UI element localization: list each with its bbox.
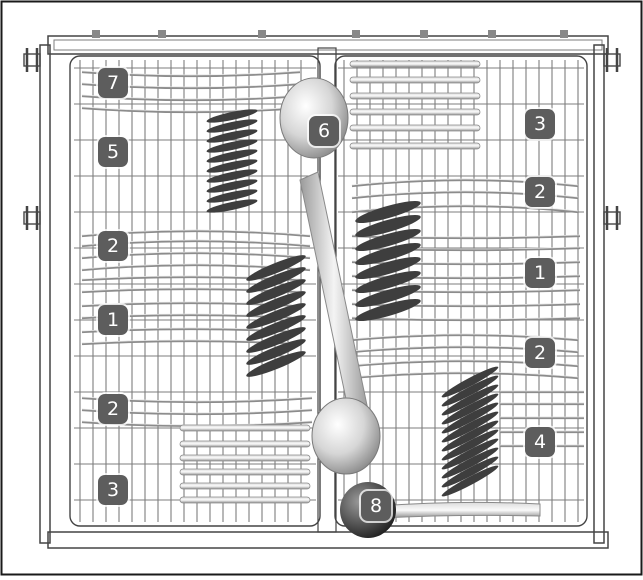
roller-body <box>603 53 621 67</box>
spoon-icon <box>246 351 306 377</box>
knife-icon <box>349 76 481 84</box>
spoon-icon <box>206 179 258 193</box>
roller-body <box>603 211 621 225</box>
knife-icon <box>349 60 481 68</box>
knife-icon <box>349 92 481 100</box>
spoon-icon <box>355 256 421 280</box>
cutlery-items <box>81 60 584 538</box>
badge-right-1: 1 <box>525 258 555 288</box>
knife-icon <box>179 468 311 476</box>
spoon-icon <box>246 327 306 353</box>
spoon-icon <box>355 214 421 238</box>
knife-icon <box>179 440 311 448</box>
rail-clip <box>488 30 496 38</box>
spoon-icon <box>441 456 499 488</box>
left-compartment <box>69 55 321 527</box>
spoon-icon <box>441 375 499 407</box>
fork-icon <box>351 371 579 380</box>
knife-icon <box>349 124 481 132</box>
spoon-icon <box>355 228 421 252</box>
badge-left-7: 7 <box>98 68 128 98</box>
badge-left-3: 3 <box>98 475 128 505</box>
spoon-icon <box>246 303 306 329</box>
spoon-icon <box>246 291 306 317</box>
spoon-icon <box>441 384 499 416</box>
fork-icon-highlight <box>81 106 301 112</box>
knife-icon <box>179 496 311 504</box>
fork-icon <box>351 302 581 308</box>
spoon-icon <box>441 465 499 497</box>
side-roller <box>603 206 621 230</box>
spoon-icon <box>246 339 306 365</box>
spoon-icon <box>246 315 306 341</box>
spoon-icon <box>246 279 306 305</box>
spoon-icon <box>441 402 499 434</box>
knife-icon <box>349 142 481 150</box>
spoon-icon <box>246 255 306 281</box>
side-roller <box>23 48 41 72</box>
rail-clip <box>420 30 428 38</box>
rail-clip <box>352 30 360 38</box>
badge-left-1: 1 <box>98 305 128 335</box>
left-rail <box>39 44 51 544</box>
fork-icon-highlight <box>351 333 579 340</box>
roller-body <box>23 211 41 225</box>
badge-left-2b: 2 <box>98 394 128 424</box>
roller-body <box>23 53 41 67</box>
badge-center-6: 6 <box>309 116 339 146</box>
spoon-icon <box>206 159 258 173</box>
spoon-icon <box>206 169 258 183</box>
spoon-icon <box>441 447 499 479</box>
spoon-icon <box>355 284 421 308</box>
spoon-icon <box>355 242 421 266</box>
knife-icon <box>179 424 311 432</box>
ladle-handle <box>379 501 541 519</box>
side-roller <box>23 206 41 230</box>
spoon-icon <box>441 438 499 470</box>
spoon-icon <box>355 200 421 224</box>
badge-left-2a: 2 <box>98 231 128 261</box>
fork-icon <box>351 246 581 252</box>
spoon-icon <box>206 129 258 143</box>
badge-right-2a: 2 <box>525 177 555 207</box>
spoon-icon <box>206 119 258 133</box>
fork-icon-highlight <box>351 234 581 238</box>
fork-icon <box>81 106 301 114</box>
rail-clip <box>560 30 568 38</box>
badge-left-5: 5 <box>98 137 128 167</box>
spoon-icon <box>246 267 306 293</box>
fork-icon <box>351 316 581 322</box>
spoon-icon <box>206 139 258 153</box>
knife-icon <box>179 454 311 462</box>
spoon-icon <box>355 270 421 294</box>
fork-icon-highlight <box>351 371 579 378</box>
fork-icon <box>351 288 581 294</box>
spoon-icon <box>206 149 258 163</box>
badge-right-3: 3 <box>525 109 555 139</box>
spoon-icon <box>355 298 421 322</box>
badge-right-2b: 2 <box>525 338 555 368</box>
rail-clip <box>92 30 100 38</box>
fork-icon <box>351 333 579 342</box>
side-roller <box>603 48 621 72</box>
spoon-icon <box>441 393 499 425</box>
badge-center-8: 8 <box>361 491 391 521</box>
knife-icon <box>349 108 481 116</box>
spoon-icon <box>441 411 499 443</box>
badge-right-4: 4 <box>525 427 555 457</box>
rail-clip <box>258 30 266 38</box>
spoon-icon <box>206 189 258 203</box>
spoon-icon <box>441 366 499 398</box>
ladle-bowl <box>311 397 381 475</box>
knife-icon <box>179 482 311 490</box>
right-rail <box>593 44 605 544</box>
spoon-icon <box>441 429 499 461</box>
spoon-icon <box>206 109 258 123</box>
spoon-icon <box>206 199 258 213</box>
rail-clip <box>158 30 166 38</box>
spoon-icon <box>441 420 499 452</box>
